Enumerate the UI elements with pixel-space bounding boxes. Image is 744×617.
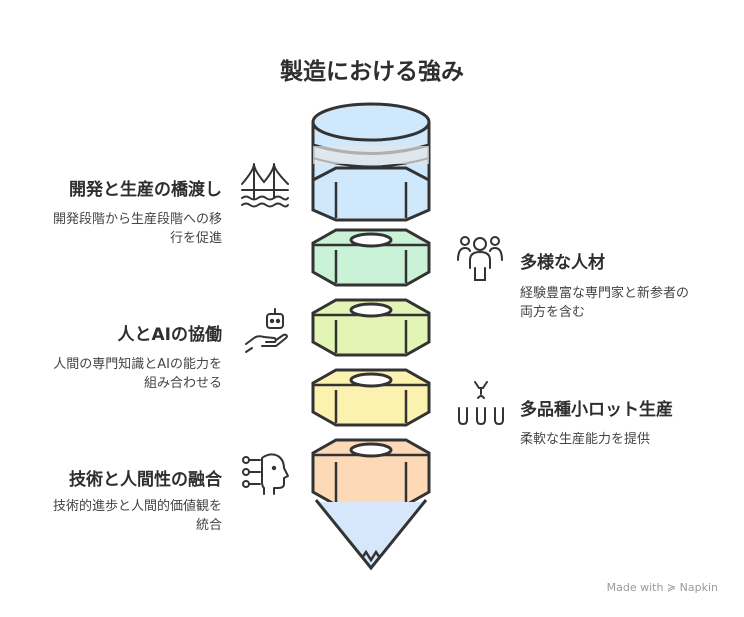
nut-1 bbox=[311, 166, 431, 222]
item-4-desc-line1: 柔軟な生産能力を提供 bbox=[520, 432, 651, 447]
item-2-desc-line1: 経験豊富な専門家と新参者の bbox=[520, 286, 690, 301]
item-3-title: 人とAIの協働 bbox=[117, 325, 222, 345]
item-4-desc: 柔軟な生産能力を提供 bbox=[520, 430, 650, 449]
nut-4 bbox=[311, 368, 431, 427]
item-2-desc: 経験豊富な専門家と新参者の 両方を含む bbox=[520, 284, 689, 322]
item-5-desc: 技術的進歩と人間的価値観を 統合 bbox=[53, 497, 222, 535]
people-group-icon bbox=[457, 236, 503, 281]
item-2-title: 多様な人材 bbox=[520, 253, 605, 273]
ai-head-icon bbox=[242, 453, 289, 495]
pencil-tip bbox=[314, 499, 428, 571]
nut-2 bbox=[311, 228, 431, 287]
nut-stack-pencil bbox=[311, 102, 431, 571]
item-1-desc: 開発段階から生産段階への移 行を促進 bbox=[53, 210, 222, 248]
item-1-desc-line2: 行を促進 bbox=[169, 231, 222, 246]
item-5-title: 技術と人間性の融合 bbox=[69, 470, 222, 490]
item-3-desc-line1: 人間の専門知識とAIの能力を bbox=[53, 357, 222, 372]
nut-3 bbox=[311, 298, 431, 357]
item-2-desc-line2: 両方を含む bbox=[520, 305, 586, 320]
production-icon bbox=[458, 381, 504, 425]
item-5-desc-line1: 技術的進歩と人間的価値観を bbox=[52, 499, 222, 514]
bridge-icon bbox=[241, 163, 289, 208]
item-3-desc: 人間の専門知識とAIの能力を 組み合わせる bbox=[53, 355, 222, 393]
item-5-desc-line2: 統合 bbox=[195, 518, 222, 533]
item-4-title: 多品種小ロット生産 bbox=[520, 400, 673, 420]
page-title: 製造における強み bbox=[280, 59, 464, 85]
item-3-desc-line2: 組み合わせる bbox=[143, 376, 222, 391]
item-1-desc-line1: 開発段階から生産段階への移 bbox=[52, 212, 222, 227]
napkin-watermark: Made with ≽ Napkin bbox=[606, 581, 718, 594]
nut-5 bbox=[311, 438, 431, 507]
robot-hand-icon bbox=[245, 308, 288, 353]
item-1-title: 開発と生産の橋渡し bbox=[69, 180, 222, 200]
